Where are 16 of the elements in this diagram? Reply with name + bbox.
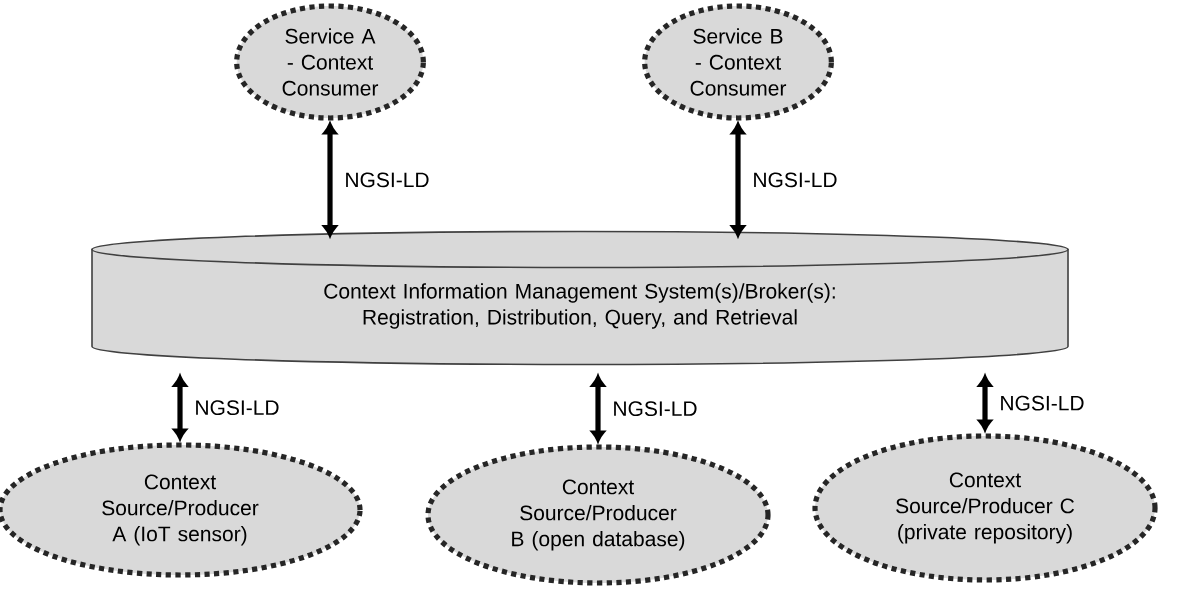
- arrow: [591, 375, 606, 443]
- ellipse-node: Context Source/Producer B (open database): [425, 444, 771, 586]
- ellipse-node: Service B - Context Consumer: [642, 3, 834, 121]
- arrow: [173, 375, 188, 441]
- ellipse-node: Context Source/Producer C (private repository): [812, 433, 1158, 583]
- arrow: [323, 122, 337, 237]
- edge-label: NGSI-LD: [1001, 395, 1084, 411]
- cylinder-node: Context Information Management System(s)/Broker(s): Registration, Distribution, Query, and Retrieval: [91, 230, 1069, 366]
- arrow: [731, 122, 746, 237]
- edge-label: NGSI-LD: [196, 400, 279, 416]
- edge-label: NGSI-LD: [754, 172, 837, 188]
- edge-label: NGSI-LD: [614, 401, 697, 417]
- edge-label: NGSI-LD: [346, 172, 429, 188]
- ellipse-node: Context Source/Producer A (IoT sensor): [0, 442, 363, 578]
- arrow: [978, 375, 993, 432]
- ellipse-node: Service A - Context Consumer: [234, 3, 426, 121]
